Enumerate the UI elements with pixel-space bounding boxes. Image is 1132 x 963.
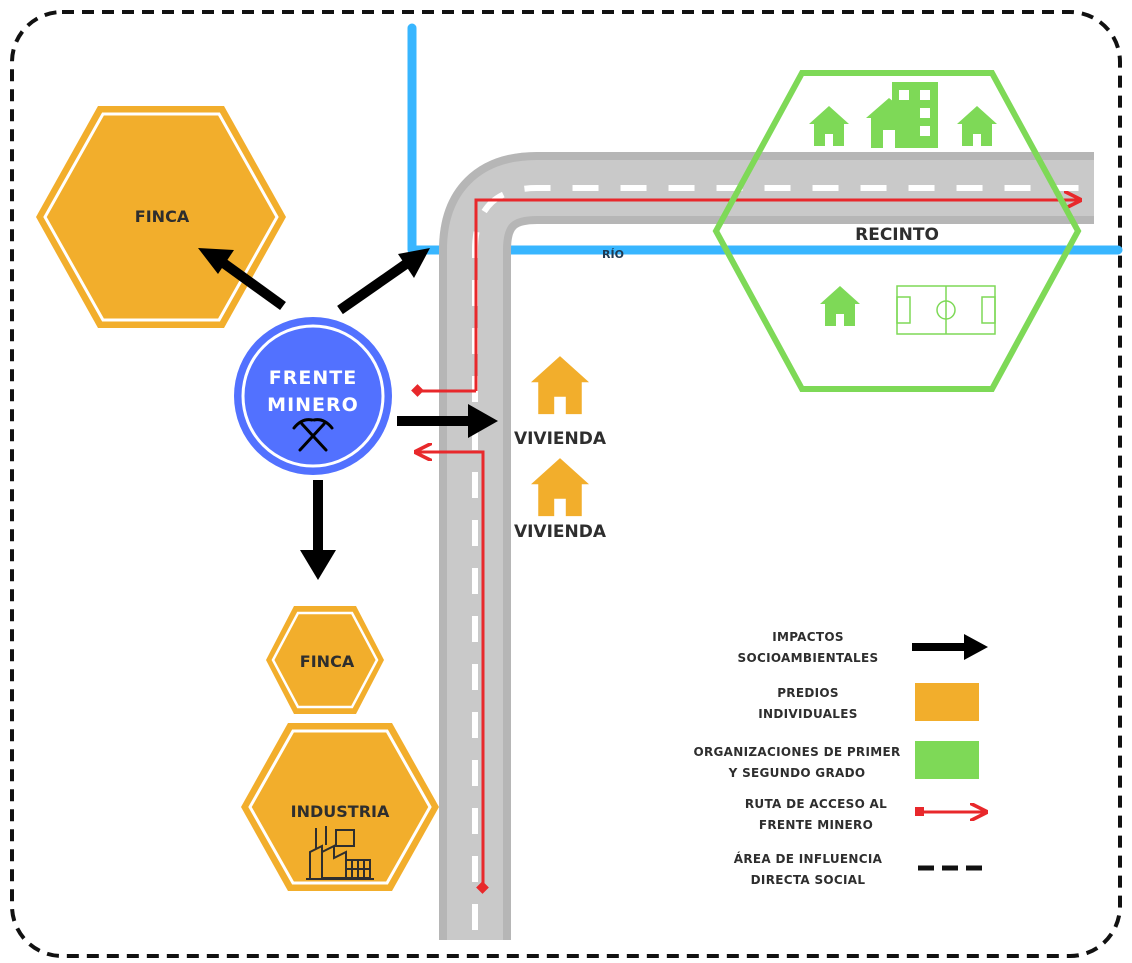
legend-predios-line1: PREDIOS: [777, 686, 839, 700]
mine-label-line1: FRENTE: [269, 367, 357, 389]
legend-organizaciones-swatch: [915, 741, 979, 779]
legend-area-line2: DIRECTA SOCIAL: [751, 873, 866, 887]
legend-organizaciones: ORGANIZACIONES DE PRIMER Y SEGUNDO GRADO: [693, 741, 979, 780]
river-label: RÍO: [602, 248, 624, 261]
impact-arrows: [198, 248, 498, 580]
frente-minero-circle: FRENTE MINERO: [234, 317, 392, 475]
pickaxe-icon: [292, 418, 334, 452]
legend-ruta: RUTA DE ACCESO AL FRENTE MINERO: [745, 797, 986, 832]
legend-ruta-line2: FRENTE MINERO: [759, 818, 873, 832]
building-icon: [866, 82, 938, 148]
recinto-label: RECINTO: [855, 225, 939, 245]
legend-organizaciones-line2: Y SEGUNDO GRADO: [728, 766, 866, 780]
mine-label-line2: MINERO: [267, 394, 359, 416]
finca-hexagon-bottom: FINCA: [266, 606, 384, 714]
legend-impactos-line2: SOCIOAMBIENTALES: [738, 651, 879, 665]
legend-organizaciones-line1: ORGANIZACIONES DE PRIMER: [693, 745, 900, 759]
industria-hexagon: INDUSTRIA: [241, 723, 439, 891]
recinto-hexagon: RECINTO: [712, 70, 1082, 392]
finca-bottom-label: FINCA: [300, 652, 355, 671]
soccer-field-icon: [896, 285, 996, 335]
finca-top-label: FINCA: [135, 207, 190, 226]
factory-icon: [306, 826, 374, 880]
legend-predios-line2: INDIVIDUALES: [758, 707, 857, 721]
influence-area-border: [10, 10, 1122, 958]
legend-area-line1: ÁREA DE INFLUENCIA: [734, 851, 883, 866]
legend-impactos-line1: IMPACTOS: [772, 630, 844, 644]
industria-label: INDUSTRIA: [291, 802, 390, 821]
finca-hexagon-top: FINCA: [36, 106, 286, 328]
vivienda-label-1: VIVIENDA: [514, 429, 607, 449]
legend-predios-swatch: [915, 683, 979, 721]
river: [407, 23, 1123, 255]
legend-predios: PREDIOS INDIVIDUALES: [758, 683, 979, 721]
legend-impactos: IMPACTOS SOCIOAMBIENTALES: [738, 630, 988, 665]
access-route: [411, 200, 1080, 894]
legend: IMPACTOS SOCIOAMBIENTALES PREDIOS INDIVI…: [693, 630, 990, 887]
legend-area: ÁREA DE INFLUENCIA DIRECTA SOCIAL: [734, 851, 990, 887]
vivienda-label-2: VIVIENDA: [514, 522, 607, 542]
legend-ruta-line1: RUTA DE ACCESO AL: [745, 797, 887, 811]
